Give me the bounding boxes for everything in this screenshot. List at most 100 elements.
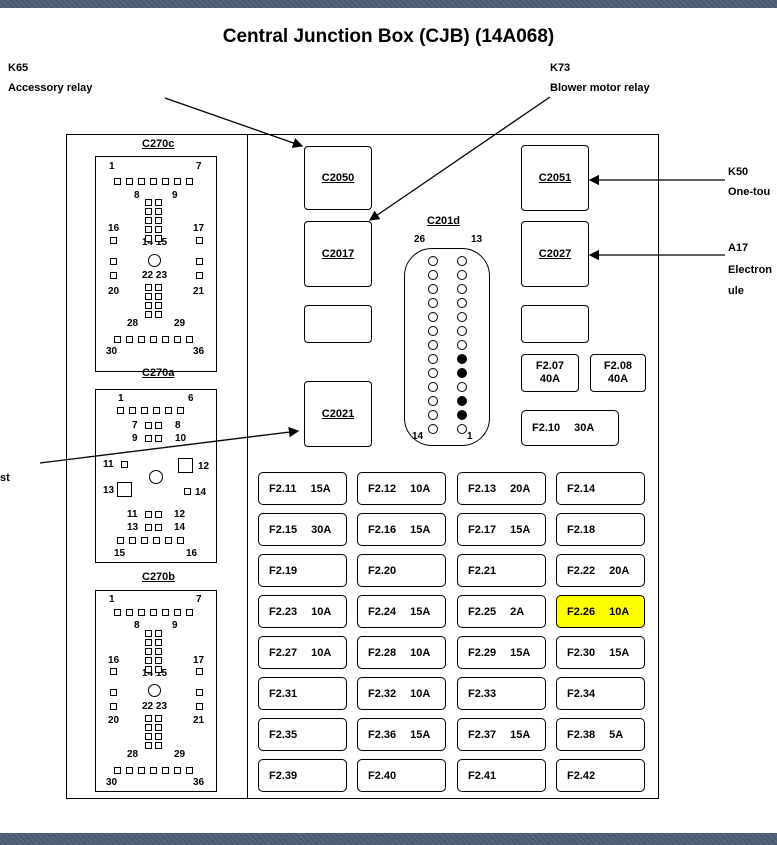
fuse-f2-21[interactable]: F2.21 bbox=[457, 554, 546, 587]
c270a-pin-11b: 11 bbox=[127, 509, 138, 520]
k50-name: One-tou bbox=[728, 186, 771, 198]
fuse-f2-35[interactable]: F2.35 bbox=[258, 718, 347, 751]
fuse-f2-31[interactable]: F2.31 bbox=[258, 677, 347, 710]
c270c-pin-1: 1 bbox=[109, 161, 115, 172]
c270a-pin-square bbox=[129, 407, 136, 414]
c270b-pin-22-23: 22 23 bbox=[142, 701, 168, 712]
c201d-pin bbox=[457, 382, 467, 392]
c270a-pin-12: 12 bbox=[198, 461, 210, 472]
relay-c2027[interactable]: C2027 bbox=[521, 221, 589, 287]
relay-empty-slot-2[interactable] bbox=[521, 305, 589, 343]
relay-c2051-label: C2051 bbox=[538, 172, 572, 184]
k73-name: Blower motor relay bbox=[550, 82, 650, 94]
c201d-pin bbox=[457, 312, 467, 322]
top-band bbox=[0, 0, 777, 8]
a17-name-1: Electron bbox=[728, 264, 773, 276]
c270a-pin-6: 6 bbox=[188, 393, 194, 404]
relay-empty-slot[interactable] bbox=[304, 305, 372, 343]
relay-c2050-label: C2050 bbox=[321, 172, 355, 184]
fuse-f2-40-name: F2.40 bbox=[368, 769, 397, 782]
fuse-f2-15-name: F2.15 bbox=[269, 523, 298, 536]
c270c-pin-square bbox=[155, 311, 162, 318]
fuse-f2-14[interactable]: F2.14 bbox=[556, 472, 645, 505]
c270c-pin-22-23: 22 23 bbox=[142, 270, 168, 281]
fuse-f2-39[interactable]: F2.39 bbox=[258, 759, 347, 792]
c270b-pin-square bbox=[155, 724, 162, 731]
c270c-connector[interactable] bbox=[95, 156, 217, 372]
fuse-f2-20[interactable]: F2.20 bbox=[357, 554, 446, 587]
fuse-f2-41[interactable]: F2.41 bbox=[457, 759, 546, 792]
c201d-connector[interactable] bbox=[404, 248, 490, 446]
c201d-pin-1: 1 bbox=[467, 431, 473, 442]
c270b-pin-30: 30 bbox=[106, 777, 118, 788]
c270b-pin-36: 36 bbox=[193, 777, 205, 788]
fuse-f2-29-amp: 15A bbox=[510, 646, 531, 659]
fuse-f2-08[interactable]: F2.08 40A bbox=[590, 354, 646, 392]
c270b-pin-square bbox=[155, 715, 162, 722]
c201d-pin bbox=[457, 326, 467, 336]
c270c-pin-8: 8 bbox=[134, 190, 140, 201]
c201d-pin bbox=[428, 410, 438, 420]
fuse-f2-24-name: F2.24 bbox=[368, 605, 397, 618]
fuse-f2-20-name: F2.20 bbox=[368, 564, 397, 577]
c270a-pin-square bbox=[117, 407, 124, 414]
c270a-connector[interactable] bbox=[95, 389, 217, 563]
fuse-f2-34[interactable]: F2.34 bbox=[556, 677, 645, 710]
c270c-pin-square bbox=[196, 237, 203, 244]
relay-c2051[interactable]: C2051 bbox=[521, 145, 589, 211]
c201d-pin bbox=[457, 410, 467, 420]
fuse-f2-33[interactable]: F2.33 bbox=[457, 677, 546, 710]
fuse-f2-34-name: F2.34 bbox=[567, 687, 596, 700]
c270a-pin-14: 14 bbox=[195, 487, 207, 498]
c270c-pin-square bbox=[145, 284, 152, 291]
c270a-pin-square bbox=[177, 407, 184, 414]
c201d-title: C201d bbox=[427, 215, 461, 227]
c270a-center-circle bbox=[149, 470, 163, 484]
c270a-pin-square bbox=[155, 422, 162, 429]
fuse-f2-07[interactable]: F2.07 40A bbox=[521, 354, 579, 392]
fuse-f2-12-amp: 10A bbox=[410, 482, 431, 495]
c270b-pin-square bbox=[114, 609, 121, 616]
c270b-pin-17: 17 bbox=[193, 655, 205, 666]
c270c-pin-square bbox=[110, 272, 117, 279]
fuse-f2-18[interactable]: F2.18 bbox=[556, 513, 645, 546]
c270b-connector[interactable] bbox=[95, 590, 217, 792]
relay-c2021[interactable]: C2021 bbox=[304, 381, 372, 447]
k65-arrow bbox=[164, 97, 304, 148]
c201d-pin bbox=[457, 256, 467, 266]
relay-c2017[interactable]: C2017 bbox=[304, 221, 372, 287]
cjb-main-panel bbox=[247, 134, 659, 799]
fuse-f2-31-name: F2.31 bbox=[269, 687, 298, 700]
fuse-f2-40[interactable]: F2.40 bbox=[357, 759, 446, 792]
fuse-f2-16-amp: 15A bbox=[410, 523, 431, 536]
relay-c2050[interactable]: C2050 bbox=[304, 146, 372, 210]
c270c-center-circle bbox=[148, 254, 161, 267]
fuse-f2-19[interactable]: F2.19 bbox=[258, 554, 347, 587]
c270a-pin-square bbox=[129, 537, 136, 544]
c270b-center-circle bbox=[148, 684, 161, 697]
c270a-pin-1: 1 bbox=[118, 393, 124, 404]
fuse-f2-10[interactable]: F2.10 30A bbox=[521, 410, 619, 446]
c270b-pin-square bbox=[196, 703, 203, 710]
fuse-f2-42[interactable]: F2.42 bbox=[556, 759, 645, 792]
fuse-f2-19-name: F2.19 bbox=[269, 564, 298, 577]
